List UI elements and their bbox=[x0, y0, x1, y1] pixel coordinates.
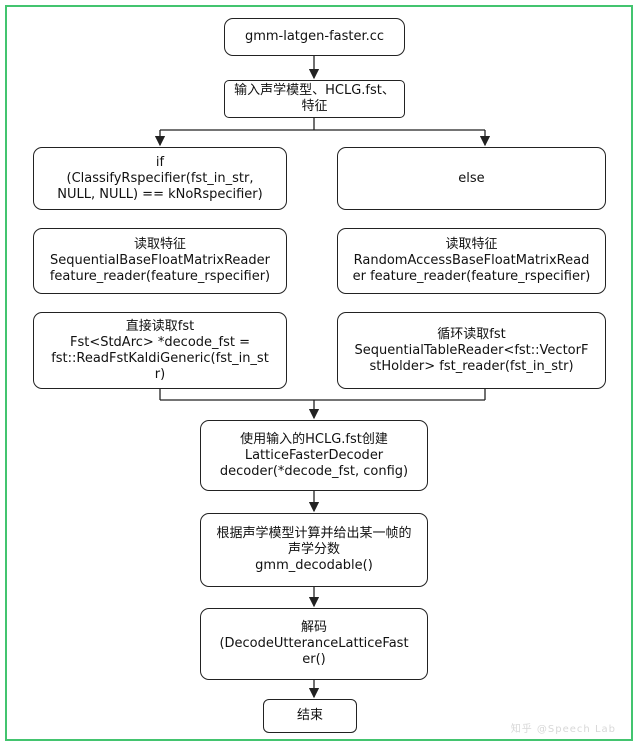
read-fst-loop-node: 循环读取fst SequentialTableReader<fst::Vecto… bbox=[337, 312, 606, 389]
compute-scores-label: 根据声学模型计算并给出某一帧的 声学分数 gmm_decodable() bbox=[216, 526, 412, 573]
create-decoder-node: 使用输入的HCLG.fst创建 LatticeFasterDecoder dec… bbox=[200, 420, 428, 491]
if-condition-node: if (ClassifyRspecifier(fst_in_str, NULL,… bbox=[33, 147, 287, 210]
diagram-frame bbox=[5, 5, 633, 741]
compute-scores-node: 根据声学模型计算并给出某一帧的 声学分数 gmm_decodable() bbox=[200, 513, 428, 587]
else-node: else bbox=[337, 147, 606, 210]
read-features-sequential-node: 读取特征 SequentialBaseFloatMatrixReader fea… bbox=[33, 228, 287, 294]
read-features-random-node: 读取特征 RandomAccessBaseFloatMatrixRead er … bbox=[337, 228, 606, 294]
read-features-random-label: 读取特征 RandomAccessBaseFloatMatrixRead er … bbox=[352, 237, 591, 284]
input-node: 输入声学模型、HCLG.fst、 特征 bbox=[224, 80, 405, 118]
create-decoder-label: 使用输入的HCLG.fst创建 LatticeFasterDecoder dec… bbox=[219, 431, 409, 479]
read-fst-direct-node: 直接读取fst Fst<StdArc> *decode_fst = fst::R… bbox=[33, 312, 287, 389]
input-label: 输入声学模型、HCLG.fst、 特征 bbox=[234, 83, 395, 114]
if-condition-label: if (ClassifyRspecifier(fst_in_str, NULL,… bbox=[57, 154, 263, 202]
read-fst-direct-label: 直接读取fst Fst<StdArc> *decode_fst = fst::R… bbox=[51, 318, 269, 382]
end-label: 结束 bbox=[296, 708, 323, 723]
end-node: 结束 bbox=[263, 699, 357, 733]
watermark: 知乎 @Speech Lab bbox=[510, 724, 616, 735]
read-fst-loop-label: 循环读取fst SequentialTableReader<fst::Vecto… bbox=[354, 326, 589, 374]
start-label: gmm-latgen-faster.cc bbox=[244, 29, 385, 44]
read-features-sequential-label: 读取特征 SequentialBaseFloatMatrixReader fea… bbox=[49, 237, 271, 284]
start-node: gmm-latgen-faster.cc bbox=[224, 18, 405, 56]
else-label: else bbox=[458, 170, 485, 186]
decode-label: 解码 (DecodeUtteranceLatticeFast er() bbox=[219, 620, 409, 667]
decode-node: 解码 (DecodeUtteranceLatticeFast er() bbox=[200, 608, 428, 680]
